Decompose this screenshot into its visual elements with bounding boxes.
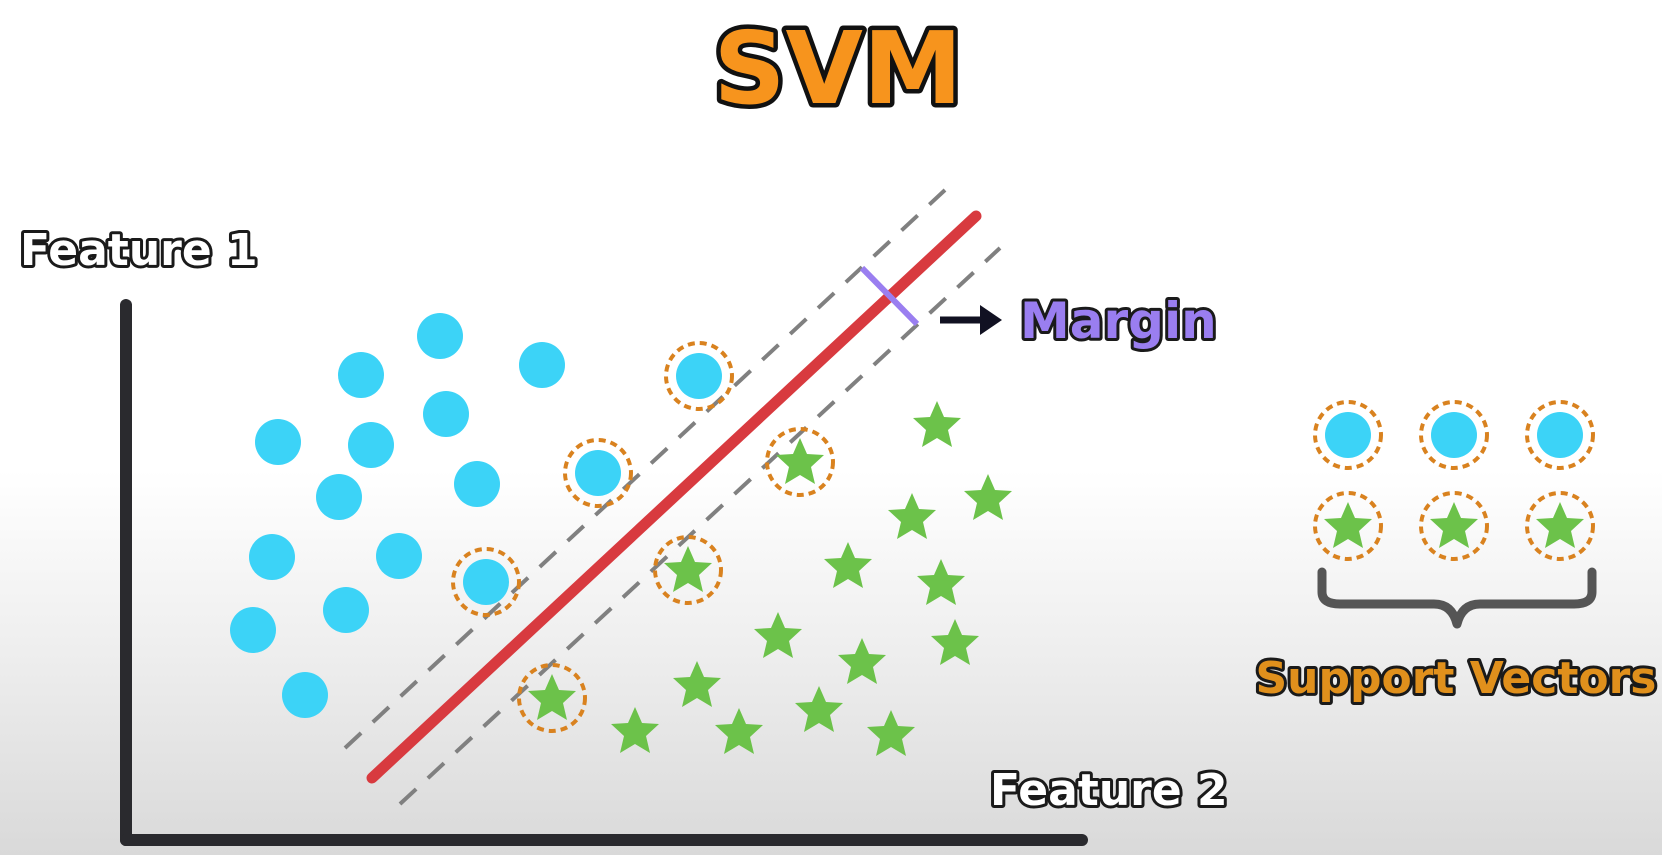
class-b-point bbox=[838, 638, 886, 684]
class-a-point bbox=[323, 587, 369, 633]
diagram-title: SVM bbox=[714, 10, 963, 127]
class-b-point bbox=[917, 559, 965, 605]
legend-star bbox=[1324, 502, 1372, 548]
class-a-point bbox=[316, 474, 362, 520]
support-vector-ring bbox=[563, 438, 633, 508]
class-b-point bbox=[715, 708, 763, 754]
support-vectors-legend: Support Vectors bbox=[1252, 400, 1660, 707]
class-a-point bbox=[255, 419, 301, 465]
class-a-point bbox=[348, 422, 394, 468]
axes bbox=[120, 299, 1088, 846]
class-b-point bbox=[824, 542, 872, 588]
class-b-point bbox=[888, 493, 936, 539]
legend-ring bbox=[1525, 400, 1595, 470]
class-b-point bbox=[931, 619, 979, 665]
legend-star bbox=[1536, 502, 1584, 548]
legend-ring bbox=[1419, 400, 1489, 470]
arrow-right-icon bbox=[940, 305, 1002, 335]
class-b-support-vector bbox=[528, 674, 576, 720]
class-b-point bbox=[754, 612, 802, 658]
class-a-point bbox=[376, 533, 422, 579]
class-b-support-vector bbox=[776, 438, 824, 484]
support-vectors-label: Support Vectors bbox=[1255, 653, 1656, 704]
class-a-point bbox=[230, 607, 276, 653]
class-a-point bbox=[423, 391, 469, 437]
class-a-point bbox=[282, 672, 328, 718]
legend-circle bbox=[1431, 412, 1477, 458]
legend-ring bbox=[1419, 491, 1489, 561]
class-a-points bbox=[230, 313, 722, 718]
support-vector-ring bbox=[653, 535, 723, 605]
y-axis-label: Feature 1 bbox=[20, 225, 258, 276]
support-vector-ring bbox=[517, 663, 587, 733]
support-vector-rings bbox=[451, 341, 835, 733]
class-a-support-vector bbox=[463, 559, 509, 605]
support-vector-ring bbox=[765, 427, 835, 497]
class-b-point bbox=[673, 661, 721, 707]
class-b-point bbox=[795, 686, 843, 732]
class-b-point bbox=[964, 474, 1012, 520]
margin-width-indicator bbox=[859, 265, 920, 327]
support-vector-ring bbox=[451, 547, 521, 617]
class-a-point bbox=[338, 352, 384, 398]
support-vector-ring bbox=[664, 341, 734, 411]
legend-ring bbox=[1525, 491, 1595, 561]
hyperplane-line bbox=[366, 210, 982, 784]
class-b-point bbox=[913, 401, 961, 447]
class-a-point bbox=[249, 534, 295, 580]
legend-ring bbox=[1313, 491, 1383, 561]
class-a-point bbox=[417, 313, 463, 359]
class-b-point bbox=[867, 710, 915, 756]
curly-brace-icon bbox=[1317, 567, 1597, 629]
legend-star bbox=[1430, 502, 1478, 548]
legend-circle bbox=[1325, 412, 1371, 458]
legend-circle bbox=[1537, 412, 1583, 458]
class-b-point bbox=[611, 707, 659, 753]
class-a-point bbox=[519, 342, 565, 388]
margin-label: Margin bbox=[1020, 292, 1217, 350]
legend-ring bbox=[1313, 400, 1383, 470]
class-a-support-vector bbox=[676, 353, 722, 399]
class-b-support-vector bbox=[664, 546, 712, 592]
class-a-point bbox=[454, 461, 500, 507]
class-a-support-vector bbox=[575, 450, 621, 496]
x-axis-label: Feature 2 bbox=[990, 765, 1228, 816]
